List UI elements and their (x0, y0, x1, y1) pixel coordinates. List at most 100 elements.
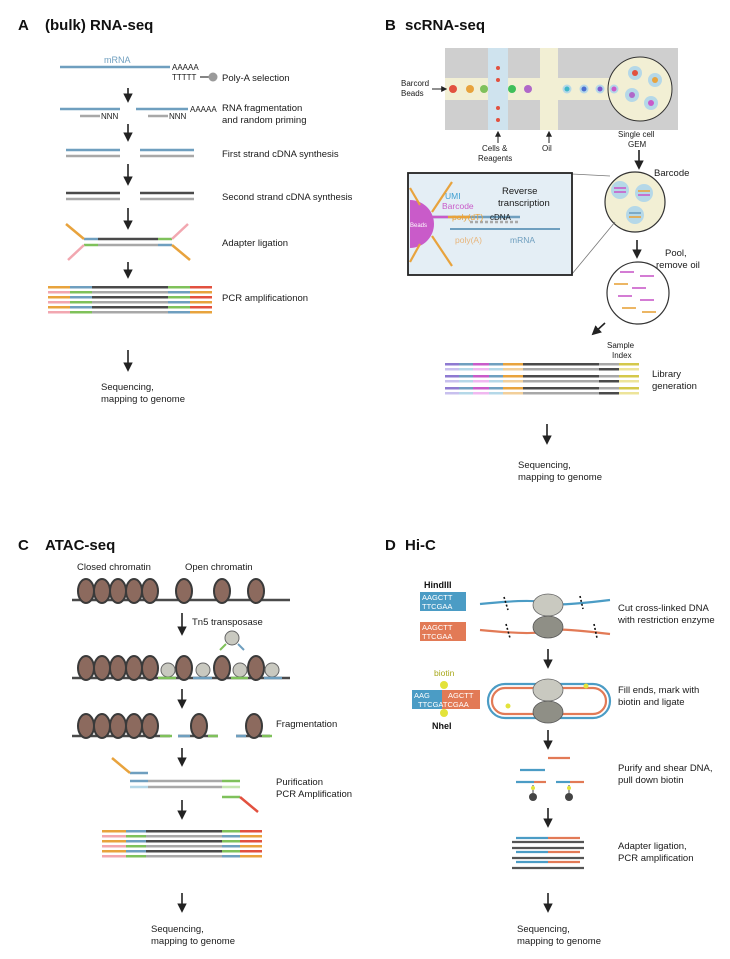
step-cut-line1: Cut cross-linked DNA (618, 603, 709, 614)
hindiii-label: HindIII (424, 580, 452, 590)
cdna-label: cDNA (490, 213, 512, 222)
pooled-droplet (606, 261, 670, 325)
final-c-line2: mapping to genome (151, 936, 235, 947)
crosslinked-dna (479, 593, 611, 639)
reverse-transcription-line1: Reverse (502, 186, 537, 197)
step-polya-selection: Poly-A selection (222, 73, 290, 84)
mrna-label: mRNA (104, 55, 131, 65)
step-adapter-line1: Adapter ligation, (618, 841, 687, 852)
tn5-transposase-icon (219, 630, 245, 651)
biotin-icon (440, 681, 448, 689)
beads-label: Beads (410, 223, 427, 229)
seq-top-orange: AAGCTT (422, 623, 453, 632)
sample-index-line2: Index (612, 351, 632, 360)
purification-line2: PCR Amplification (276, 789, 352, 800)
step-purify-line2: pull down biotin (618, 775, 684, 786)
barcode-inset-label: Barcode (442, 201, 474, 211)
panel-a-title: (bulk) RNA-seq (45, 17, 153, 34)
panel-b-letter: B (385, 17, 396, 34)
step-pcr-amplification: PCR amplificationon (222, 293, 308, 304)
final-c-line1: Sequencing, (151, 924, 204, 935)
step-rna-fragmentation: RNA fragmentation (222, 103, 302, 114)
hindiii-site-blue (420, 592, 466, 611)
seq3-right: AGCTT (448, 691, 474, 700)
oil-label: Oil (542, 144, 552, 153)
zoom-line-bottom (571, 221, 616, 275)
chromatin-fragments (72, 713, 272, 739)
step-first-strand: First strand cDNA synthesis (222, 149, 339, 160)
nhei-site-blue (412, 690, 442, 709)
polyt-bead-icon (208, 72, 218, 82)
step-second-strand: Second strand cDNA synthesis (222, 192, 353, 203)
arrow-b3 (591, 322, 606, 336)
single-cell-gem-line2: GEM (628, 140, 647, 149)
seq-bottom-blue: TTCGAA (422, 602, 452, 611)
sample-index-line1: Sample (607, 341, 635, 350)
panel-b: B scRNA-seq Barcord (385, 17, 700, 483)
seq3-bottom: TTCGATCGAA (418, 700, 469, 709)
adapter-ligation-construct (65, 223, 191, 261)
barcord-beads-line1: Barcord (401, 79, 429, 88)
chromatin-row-2 (72, 655, 290, 681)
polya-tail: AAAAA (172, 63, 199, 72)
seq-bottom-orange: TTCGAA (422, 632, 452, 641)
nnn-2: NNN (169, 112, 187, 121)
final-d-line1: Sequencing, (517, 924, 570, 935)
polya-fragment: AAAAA (190, 105, 217, 114)
single-cell-gem-line1: Single cell (618, 130, 655, 139)
panel-c-title: ATAC-seq (45, 537, 115, 554)
nhei-site-orange (442, 690, 480, 709)
step-fill-line2: biotin and ligate (618, 697, 685, 708)
mrna-inset-label: mRNA (510, 235, 535, 245)
open-chromatin-label: Open chromatin (185, 562, 253, 573)
panel-c: C ATAC-seq Closed chromatin Open chromat… (18, 537, 352, 947)
step-purify-line1: Purify and shear DNA, (618, 763, 713, 774)
step-adapter-ligation: Adapter ligation (222, 238, 288, 249)
barcode-droplet (604, 171, 666, 233)
biotin-label: biotin (434, 668, 455, 678)
final-b-line2: mapping to genome (518, 472, 602, 483)
panel-a: A (bulk) RNA-seq mRNA AAAAA TTTTT Poly-A… (18, 17, 353, 405)
library-generation-line2: generation (652, 381, 697, 392)
purification-line1: Purification (276, 777, 323, 788)
microfluidic-chip (445, 48, 678, 130)
poly-dt-label: poly(dT) (452, 212, 483, 222)
barcord-beads-line2: Beads (401, 89, 424, 98)
cells-reagents-line2: Reagents (478, 154, 512, 163)
umi-label: UMI (445, 191, 461, 201)
polyt-primer: TTTTT (172, 73, 197, 82)
library-generation-line1: Library (652, 369, 681, 380)
panel-c-letter: C (18, 537, 29, 554)
step-fill-line1: Fill ends, mark with (618, 685, 699, 696)
final-d-line2: mapping to genome (517, 936, 601, 947)
biotin-icon-2 (440, 709, 448, 717)
reverse-transcription-inset (407, 172, 573, 276)
final-b-line1: Sequencing, (518, 460, 571, 471)
final-a-line2: mapping to genome (101, 394, 185, 405)
library-reads-b (445, 363, 639, 395)
seq-top-blue: AAGCTT (422, 593, 453, 602)
ligated-loop (486, 678, 612, 724)
poly-a-label: poly(A) (455, 235, 482, 245)
panel-d-letter: D (385, 537, 396, 554)
step-random-priming: and random priming (222, 115, 307, 126)
barcode-label: Barcode (654, 168, 689, 179)
step-cut-line2: with restriction enzyme (617, 615, 715, 626)
barcode-beads-row (449, 66, 662, 122)
panel-d: D Hi-C HindIII AAGCTT TTCGAA AAGCTT TTCG… (385, 537, 715, 947)
closed-chromatin-label: Closed chromatin (77, 562, 151, 573)
fragmentation-label: Fragmentation (276, 719, 337, 730)
purification-construct (111, 757, 259, 813)
pool-line2: remove oil (656, 260, 700, 271)
reverse-transcription-line2: transcription (498, 198, 550, 209)
nhei-label: NheI (432, 721, 452, 731)
pcr-reads-d (512, 836, 584, 870)
pool-line1: Pool, (665, 248, 687, 259)
panel-d-title: Hi-C (405, 537, 436, 554)
panel-a-letter: A (18, 17, 29, 34)
final-a-line1: Sequencing, (101, 382, 154, 393)
hindiii-site-orange (420, 622, 466, 641)
seq3-left: AAG (414, 691, 430, 700)
sheared-fragments (516, 756, 584, 801)
